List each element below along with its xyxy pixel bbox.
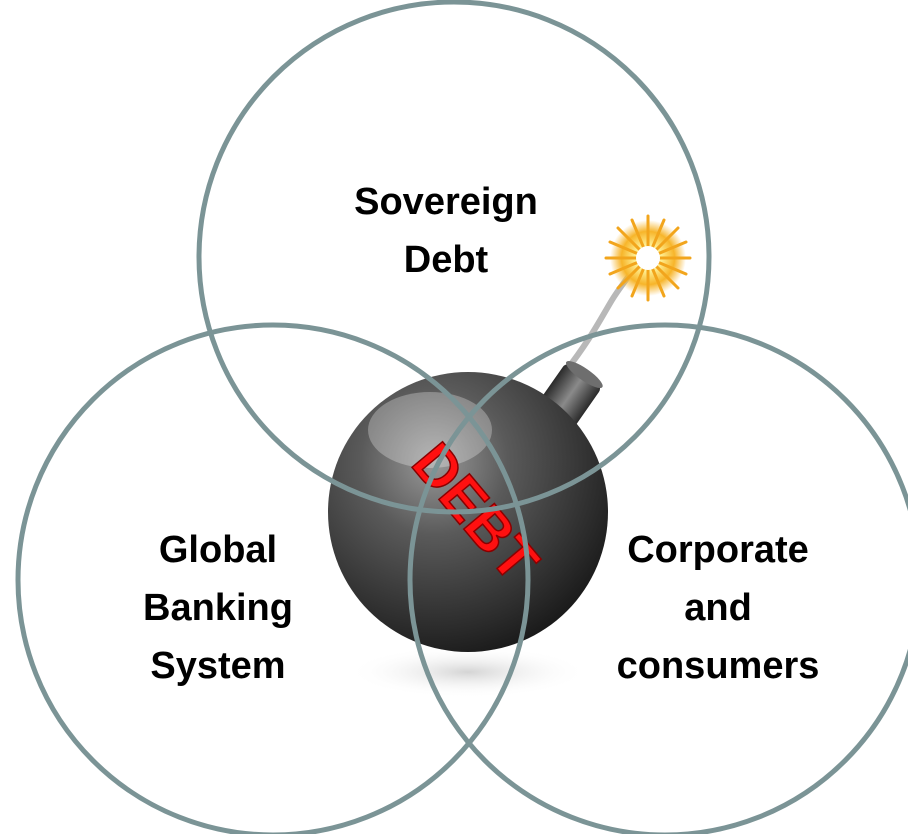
bomb-shadow: [348, 646, 588, 698]
label-corporate-consumers: Corporate and consumers: [617, 529, 820, 687]
label-corporate-line2: and: [684, 587, 752, 629]
circle-corporate-consumers: [407, 322, 908, 834]
label-global-banking-line3: System: [150, 645, 285, 687]
venn-circles: [15, 0, 908, 834]
label-sovereign-debt-line2: Debt: [404, 239, 489, 281]
label-global-banking-system: Global Banking System: [143, 529, 293, 687]
label-global-banking-line1: Global: [159, 529, 277, 571]
circle-sovereign-debt: [196, 0, 712, 515]
label-global-banking-line2: Banking: [143, 587, 293, 629]
bomb-illustration: DEBT: [328, 214, 692, 698]
label-sovereign-debt: Sovereign Debt: [354, 181, 538, 281]
circle-global-banking-system: [15, 322, 531, 834]
label-sovereign-debt-line1: Sovereign: [354, 181, 538, 223]
label-corporate-line1: Corporate: [627, 529, 809, 571]
fuse-spark-icon: [604, 214, 692, 302]
label-corporate-line3: consumers: [617, 645, 820, 687]
